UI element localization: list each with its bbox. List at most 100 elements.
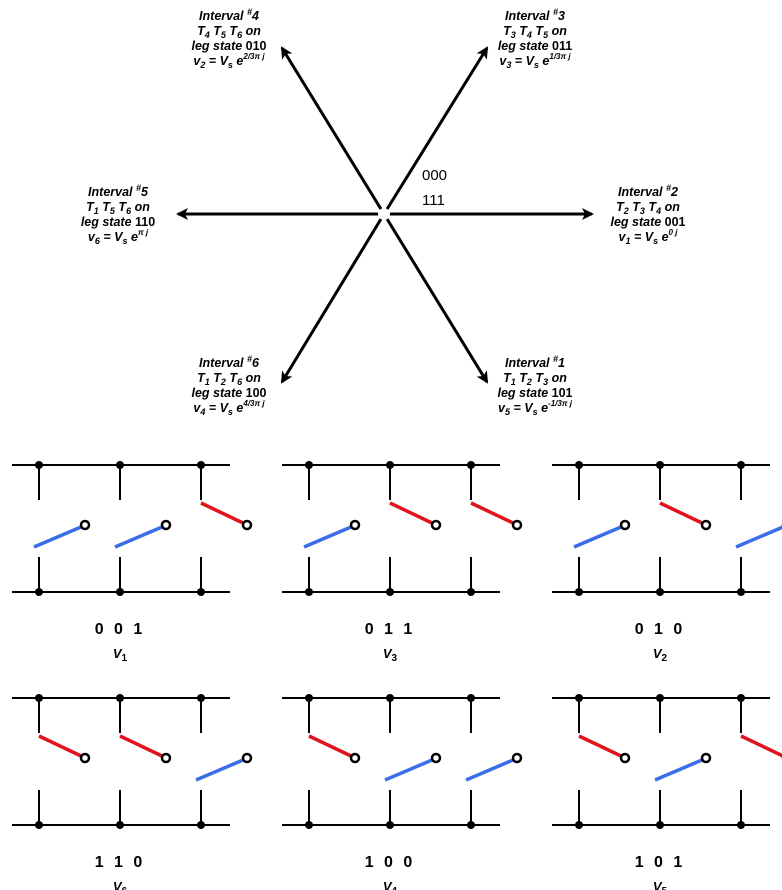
switch-arm-up [389,501,433,525]
switch-diagram-100: 1 0 0 V4 [282,694,523,890]
output-terminal [241,752,253,764]
output-terminal [160,752,172,764]
switch-arm-down [384,758,433,782]
leg-2 [384,694,442,829]
vector-expression: v6 = Vs eπ j [88,228,149,246]
output-terminal [79,752,91,764]
output-terminal [511,752,523,764]
switch-arm-down [114,525,163,549]
leg-state-code: 1 0 0 [365,854,416,871]
vector-v2-arrow [280,46,386,215]
zero-vector-111: 111 [422,192,445,209]
leg-2 [114,461,172,596]
output-terminal [511,519,523,531]
output-terminal [700,752,712,764]
vector-name: V4 [383,879,398,890]
switch-arm-up [470,501,514,525]
output-terminal [619,752,631,764]
switch-arm-down [735,525,782,549]
leg-1 [575,694,631,829]
switch-diagram-001: 0 0 1 V1 [12,461,253,664]
switch-arm-down [33,525,82,549]
leg-state-code: 0 1 0 [635,621,686,638]
origin-point [378,208,390,220]
switches-on: T4 T5 T6 on [197,24,261,40]
switch-arm-up [200,501,244,525]
interval-title: Interval #6 [199,354,260,370]
vector-name: V5 [653,879,668,890]
leg-state-code: 0 1 1 [365,621,416,638]
leg-1 [303,461,361,596]
leg-state: leg state 101 [497,386,572,400]
switch-arm-down [303,525,352,549]
vector-expression: v4 = Vs e4/3π j [193,399,265,417]
output-terminal [700,519,712,531]
switch-arm-up [740,734,782,758]
output-terminal [160,519,172,531]
switch-arm-up [659,501,703,525]
switch-arm-down [465,758,514,782]
interval-title: Interval #4 [199,7,259,23]
vector-v3-arrow [382,46,489,215]
interval-title: Interval #1 [505,354,565,370]
switch-diagram-011: 0 1 1 V3 [282,461,523,664]
leg-state: leg state 001 [610,215,685,229]
leg-state-code: 0 0 1 [95,621,146,638]
output-terminal [430,519,442,531]
output-terminal [619,519,631,531]
switch-diagram-101: 1 0 1 V5 [552,694,782,890]
leg-1 [35,694,91,829]
switches-on: T1 T5 T6 on [86,200,150,216]
leg-2 [656,461,712,596]
vector-expression: v5 = Vs e-1/3π j [498,399,573,417]
leg-2 [116,694,172,829]
vector-expression: v2 = Vs e2/3π j [193,52,265,70]
output-terminal [349,519,361,531]
leg-state: leg state 010 [191,39,266,53]
switch-arm-down [654,758,703,782]
vector-name: V6 [113,879,128,890]
switch-arm-up [38,734,82,758]
vector-name: V3 [383,646,398,664]
leg-3 [735,461,782,596]
vector-star [176,46,594,384]
leg-state-code: 1 0 1 [635,854,686,871]
output-terminal [79,519,91,531]
vector-name: V1 [113,646,128,664]
output-terminal [349,752,361,764]
switch-arm-up [578,734,622,758]
leg-state: leg state 100 [191,386,266,400]
switch-diagram-010: 0 1 0V2 [552,461,782,664]
leg-3 [197,461,253,596]
vector-v4-arrow [280,213,386,384]
interval-title: Interval #3 [505,7,565,23]
leg-3 [465,694,523,829]
leg-state: leg state 011 [498,39,572,53]
leg-1 [33,461,91,596]
leg-1 [573,461,631,596]
vector-v5-arrow [382,213,489,384]
switches-on: T1 T2 T3 on [503,371,567,387]
leg-3 [195,694,253,829]
interval-title: Interval #5 [88,183,149,199]
vector-expression: v1 = Vs e0 j [619,228,679,246]
output-terminal [430,752,442,764]
switches-on: T3 T4 T5 on [503,24,567,40]
leg-3 [737,694,782,829]
leg-state: leg state 110 [81,215,155,229]
switch-arm-up [308,734,352,758]
leg-3 [467,461,523,596]
leg-2 [654,694,712,829]
switches-on: T2 T3 T4 on [616,200,680,216]
zero-vector-000: 000 [422,167,447,184]
interval-title: Interval #2 [618,183,678,199]
output-terminal [241,519,253,531]
leg-1 [305,694,361,829]
